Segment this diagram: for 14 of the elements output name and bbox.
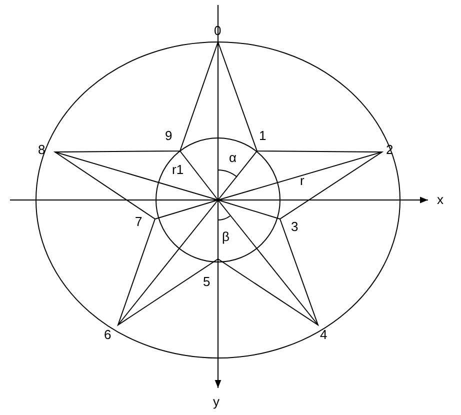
radius-label: r <box>300 174 304 188</box>
point-label: 9 <box>165 129 172 143</box>
axis-label: x <box>437 193 444 207</box>
point-label: 3 <box>291 220 298 234</box>
axis-label: y <box>213 395 220 409</box>
point-label: 4 <box>320 328 328 342</box>
angle-label: α <box>229 151 237 165</box>
angle-label: β <box>222 230 230 244</box>
point-label: 6 <box>104 328 112 342</box>
point-label: 1 <box>259 129 266 143</box>
radius-label: r1 <box>172 163 184 177</box>
point-label: 7 <box>135 215 142 229</box>
point-label: 5 <box>203 275 210 289</box>
point-label: 8 <box>38 143 46 157</box>
